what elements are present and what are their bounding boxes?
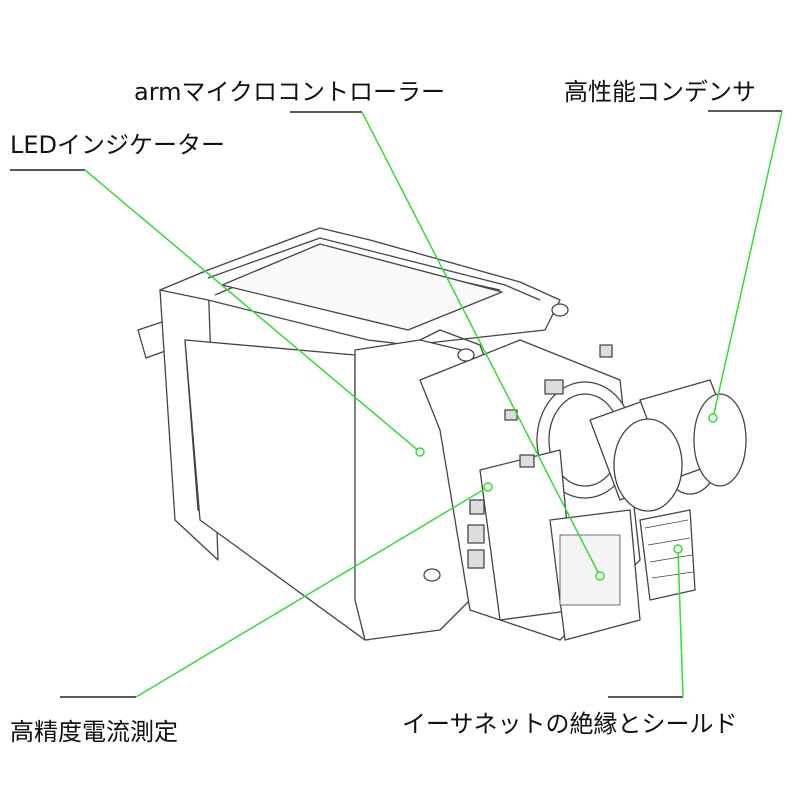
label-capacitor: 高性能コンデンサ	[564, 78, 756, 106]
leader-current	[135, 486, 489, 698]
label-current-sensing: 高精度電流測定	[10, 718, 178, 746]
label-ethernet-shield: イーサネットの絶縁とシールド	[402, 710, 738, 738]
leader-ethernet	[677, 548, 684, 698]
screw-top-left	[457, 348, 475, 362]
motor-side-face	[184, 339, 366, 641]
leader-arm	[361, 111, 601, 577]
screw-top-right	[551, 303, 569, 317]
leader-lines	[10, 110, 783, 698]
screw-bottom	[423, 568, 441, 582]
label-arm-microcontroller: armマイクロコントローラー	[134, 78, 446, 106]
label-led-indicator: LEDインジケーター	[10, 131, 226, 159]
leader-led	[84, 169, 421, 453]
leader-capacitor	[712, 110, 783, 419]
